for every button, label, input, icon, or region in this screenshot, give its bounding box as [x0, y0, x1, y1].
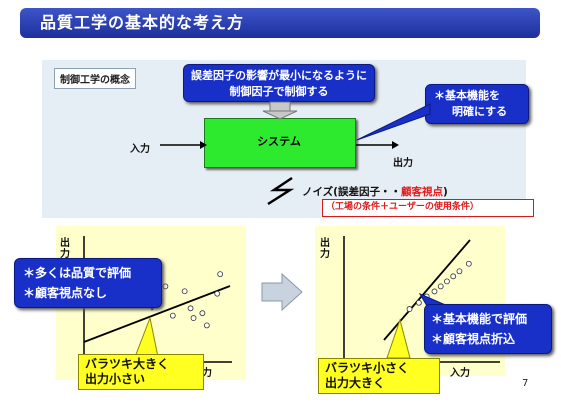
data-point	[214, 290, 221, 297]
output-label: 出力	[393, 158, 413, 169]
left-plot-points	[162, 271, 224, 329]
data-point	[456, 268, 463, 275]
data-point	[444, 278, 450, 285]
input-label: 入力	[130, 144, 150, 155]
conditions-factory: 工場の条件＋ユーザーの使用条件	[335, 202, 470, 212]
right-plot-points	[406, 260, 472, 312]
left-yellow-line1: バラツキ大きく	[85, 357, 170, 371]
noise-highlight: 顧客視点	[400, 186, 443, 198]
noise-prefix: ノイズ(誤差因子・・	[302, 186, 401, 198]
control-callout-line2: 制御因子で制御する	[229, 85, 329, 98]
data-point	[465, 260, 472, 267]
function-callout: ＊基本機能を 明確にする	[425, 84, 529, 124]
data-point	[162, 283, 169, 290]
right-plot-xlabel: 入力	[450, 368, 470, 379]
data-point	[199, 310, 206, 317]
lightning-icon	[267, 176, 295, 206]
system-label: システム	[257, 135, 301, 148]
data-point	[406, 306, 413, 312]
page-number: 7	[522, 378, 529, 389]
left-plot-trend-line	[83, 285, 231, 343]
function-callout-pointer	[356, 103, 431, 141]
right-variation-callout: バラツキ小さく 出力大きく	[318, 358, 440, 394]
conditions-close: ）	[469, 202, 479, 212]
data-point	[187, 305, 194, 312]
control-callout: 誤差因子の影響が最小になるように 制御因子で制御する	[183, 64, 375, 102]
data-point	[203, 322, 210, 329]
left-yellow-pointer	[134, 316, 159, 358]
conditions-open: （	[326, 202, 336, 212]
comparison-arrow	[261, 272, 303, 312]
conditions-text: （工場の条件＋ユーザーの使用条件）	[326, 201, 479, 213]
control-engineering-tag: 制御工学の概念	[54, 68, 136, 89]
conditions-box	[322, 199, 534, 217]
slide-title: 品質工学の基本的な考え方	[40, 13, 245, 32]
output-arrow	[356, 141, 399, 149]
right-callout-line1: ＊基本機能で評価	[431, 312, 528, 326]
control-callout-line1: 誤差因子の影響が最小になるように	[191, 69, 367, 82]
data-point	[190, 315, 197, 321]
input-arrow	[160, 141, 207, 149]
data-point	[217, 271, 224, 278]
function-callout-line2: 明確にする	[452, 105, 508, 118]
down-arrow	[262, 101, 298, 120]
noise-suffix: )	[442, 186, 448, 198]
right-plot-ylabel: 出力	[320, 238, 330, 260]
data-point	[181, 288, 188, 295]
data-point	[437, 283, 444, 290]
right-yellow-line1: バラツキ小さく	[325, 361, 410, 375]
data-point	[169, 312, 176, 319]
right-yellow-pointer	[386, 318, 411, 359]
left-plot-ylabel: 出力	[60, 238, 70, 260]
data-point	[415, 299, 422, 306]
title-bar	[20, 8, 540, 38]
noise-label: ノイズ(誤差因子・・顧客視点)	[302, 184, 448, 199]
data-point	[431, 288, 438, 295]
left-quality-callout: ＊多くは品質で評価 ＊顧客視点なし	[14, 258, 162, 308]
left-variation-callout: バラツキ大きく 出力小さい	[78, 354, 204, 390]
left-callout-line2: ＊顧客視点なし	[23, 286, 108, 300]
right-yellow-line2: 出力大きく	[325, 376, 386, 390]
right-callout-line2: ＊顧客視点折込	[431, 332, 516, 346]
data-point	[450, 273, 457, 280]
function-callout-line1: ＊基本機能を	[434, 89, 500, 102]
right-function-callout: ＊基本機能で評価 ＊顧客視点折込	[424, 304, 552, 354]
left-callout-line1: ＊多くは品質で評価	[23, 266, 132, 280]
left-yellow-line2: 出力小さい	[85, 372, 146, 386]
